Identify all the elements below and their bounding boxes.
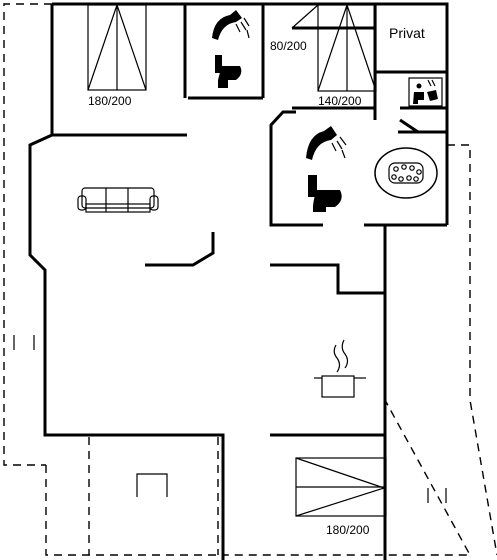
private-room-label: Privat — [389, 25, 425, 41]
shower-icon — [306, 126, 347, 160]
whirlpool-icon — [374, 147, 438, 199]
terrace-outline — [3, 3, 497, 556]
bed-top-right — [291, 4, 377, 92]
sauna-icon — [408, 77, 443, 107]
bed-top-left — [87, 4, 147, 91]
toilet-icon — [215, 55, 242, 88]
stairs-icon — [295, 457, 387, 517]
shower-icon — [212, 10, 250, 40]
exterior-walls — [28, 2, 449, 560]
cooking-pot-icon — [314, 339, 366, 398]
bed-top-left-label: 180/200 — [88, 94, 132, 108]
bed-top-right-label: 140/200 — [318, 94, 362, 108]
toilet-icon — [308, 175, 342, 212]
window-marks — [13, 335, 447, 503]
sofa-icon — [77, 187, 159, 213]
bed-top-center-size-label: 80/200 — [270, 39, 307, 53]
interior-walls — [52, 4, 447, 437]
bed-bottom-label: 180/200 — [326, 523, 370, 537]
